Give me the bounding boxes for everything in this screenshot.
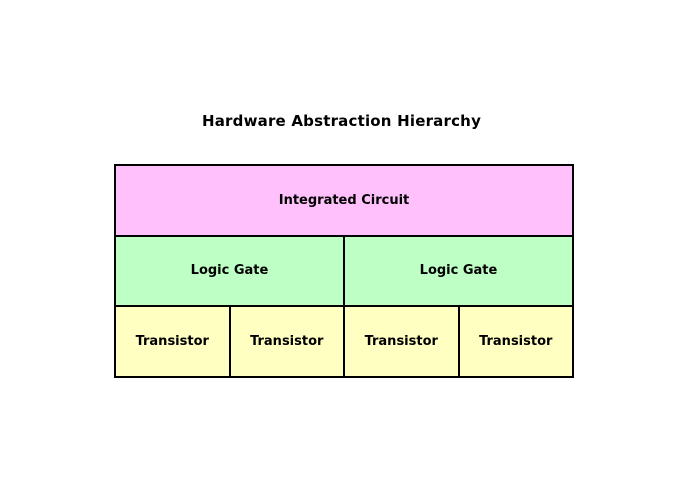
hierarchy-diagram: Integrated Circuit Logic Gate Logic Gate… — [114, 164, 574, 378]
logic-gate-level: Logic Gate Logic Gate — [116, 236, 572, 306]
transistor-box: Transistor — [116, 307, 229, 376]
integrated-circuit-level: Integrated Circuit — [116, 166, 572, 235]
transistor-level: Transistor Transistor Transistor Transis… — [116, 307, 572, 376]
integrated-circuit-box: Integrated Circuit — [116, 166, 572, 235]
logic-gate-box: Logic Gate — [345, 236, 572, 306]
transistor-box: Transistor — [345, 307, 458, 376]
transistor-box: Transistor — [230, 307, 343, 376]
logic-gate-box: Logic Gate — [116, 236, 343, 306]
diagram-title: Hardware Abstraction Hierarchy — [201, 112, 482, 130]
transistor-box: Transistor — [459, 307, 572, 376]
